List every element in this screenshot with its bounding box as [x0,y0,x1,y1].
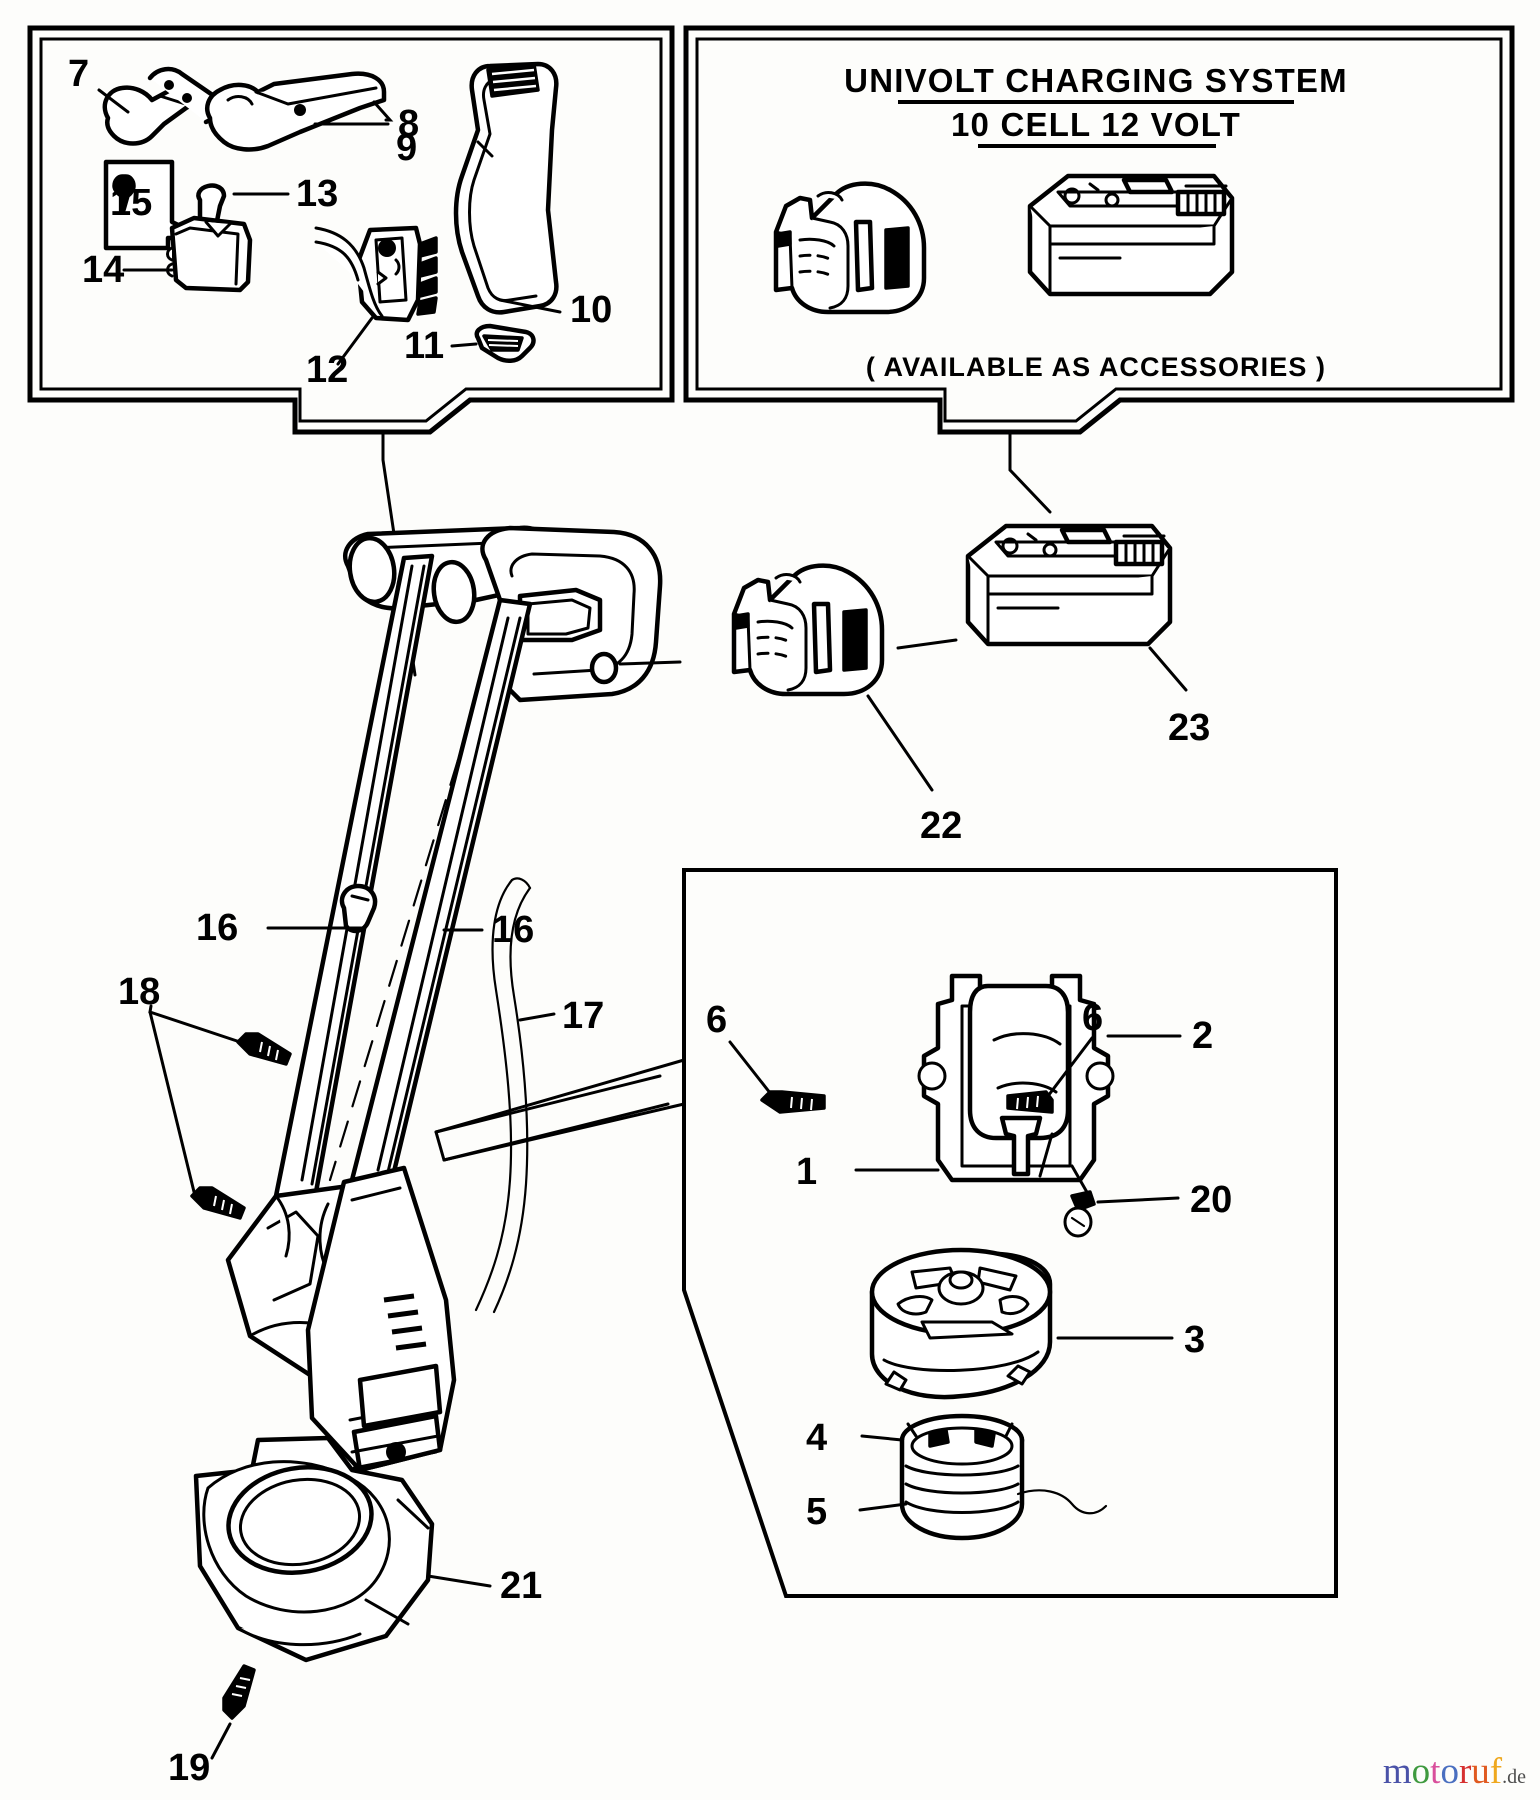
callout-18: 18 [118,971,160,1013]
callout-16-left: 16 [196,907,238,949]
callout-6-left: 6 [706,999,727,1041]
part-11-pad: 11 [404,323,536,367]
watermark-letter: f [1489,1751,1503,1792]
inset-footer-accessories: ( AVAILABLE AS ACCESSORIES ) [866,352,1326,382]
watermark-letter: o [1440,1751,1459,1792]
motor-spool-detail-box [434,868,1338,1598]
part-9-10-handle-loop: 9 10 [396,61,612,331]
main-trimmer-assembly [193,525,682,1663]
callout-15: 15 [110,182,152,224]
callout-3: 3 [1184,1319,1205,1361]
part-17-trimmer-line: 17 [474,877,604,1314]
callout-16-right: 16 [492,909,534,951]
callout-7: 7 [68,53,89,95]
callout-group-21: 21 [426,1565,542,1607]
watermark-letter: u [1471,1751,1490,1792]
screw-18-upper [236,1032,292,1066]
callout-20: 20 [1190,1179,1232,1221]
screw-6-right: 6 [1006,997,1103,1114]
part-1-2-motor-housing: 1 2 [796,973,1213,1196]
part-22-battery-pack: 22 [731,563,962,847]
part-18-screws: 18 [118,971,292,1220]
part-23-charger: 23 [965,523,1210,749]
leader-22-23 [896,638,958,650]
callout-8: 8 [398,103,419,145]
callout-11: 11 [404,325,444,367]
screw-6-left: 6 [706,999,826,1114]
part-12-terminal-block: 12 [306,225,438,391]
watermark-letter: t [1430,1751,1441,1792]
callout-12: 12 [306,349,348,391]
callout-14: 14 [82,249,124,291]
top-right-inset-box: UNIVOLT CHARGING SYSTEM 10 CELL 12 VOLT … [683,25,1515,514]
motoruf-watermark: motoruf.de [1383,1753,1526,1790]
screw-18-lower [190,1186,246,1220]
callout-23: 23 [1168,707,1210,749]
callout-2: 2 [1192,1015,1213,1057]
part-4-5-spool: 4 5 [806,1413,1108,1541]
inset-charger [1027,173,1235,297]
callout-group-16: 16 16 [196,907,534,951]
part-20-fastener: 20 [1063,1179,1232,1238]
callout-13: 13 [296,173,338,215]
callout-21: 21 [500,1565,542,1607]
callout-1: 1 [796,1151,817,1193]
part-13-14-switch: 13 14 [82,173,338,293]
inset-battery-pack [773,181,927,315]
callout-9: 9 [396,127,417,169]
part-8-handle-half: 8 [205,71,419,152]
watermark-letter: o [1411,1751,1431,1792]
inset-title-line1: UNIVOLT CHARGING SYSTEM [844,62,1348,99]
part-19-guard-screw: 19 [168,1664,256,1789]
part-6-screws: 6 6 [706,997,1103,1114]
watermark-letter: m [1382,1751,1412,1792]
callout-22: 22 [920,805,962,847]
callout-17: 17 [562,995,604,1037]
inset-title-line2: 10 CELL 12 VOLT [951,106,1241,143]
part-3-spool-hub: 3 [869,1247,1205,1400]
part-7-trigger-lever: 7 [68,53,238,146]
callout-19: 19 [168,1747,210,1789]
watermark-letters: motoruf [1383,1751,1502,1792]
callout-5: 5 [806,1491,827,1533]
callout-6-right: 6 [1082,997,1103,1039]
watermark-suffix: .de [1502,1766,1526,1788]
callout-4: 4 [806,1417,827,1459]
watermark-letter: r [1458,1751,1472,1792]
callout-10: 10 [570,289,612,331]
